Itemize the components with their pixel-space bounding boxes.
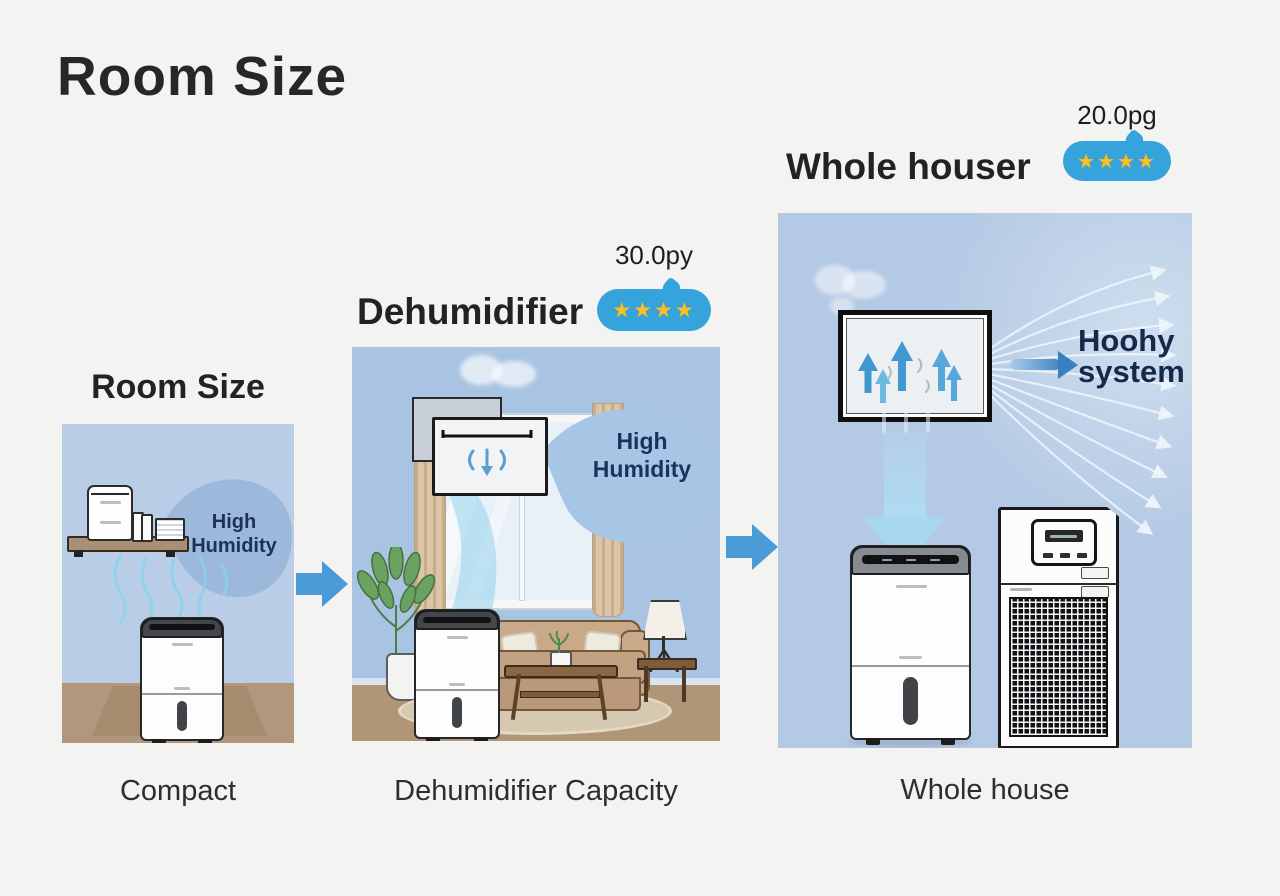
display-screen [1044,529,1083,543]
unit-foot [1088,746,1105,748]
unit-foot [866,738,881,745]
unit-foot [940,738,955,745]
stage-2-heading: Dehumidifier [357,291,584,332]
book [141,514,153,542]
stage-2-panel: High Humidity [352,347,720,741]
unit-foot [151,739,166,743]
air-vent [851,546,970,575]
water-level-window [903,676,918,725]
unit-intake-arrows [441,430,533,476]
brand-text [172,643,194,646]
stage-2-rating-badge: ★★★★ [597,289,711,331]
brand-text [174,687,190,691]
stage-1-panel: High Humidity [62,424,294,743]
arrow-right-icon [296,561,348,607]
coffee-table [504,665,618,678]
stage-3-heading: Whole houser [786,146,1031,187]
stage-1-humidity-label: High Humidity [191,511,277,557]
unit-foot [425,737,440,741]
appliance-label [99,521,121,524]
window-dehumidifier-unit [432,417,548,496]
unit-shadow [848,737,972,747]
moist-air-flow-graphic [448,409,712,611]
brand-text [896,585,927,589]
control-panel [1030,519,1097,566]
label-tag [1081,566,1110,579]
vent-slot [423,616,491,623]
air-vent [415,610,499,631]
rising-moisture-arrows [858,341,962,403]
small-plant [549,631,569,653]
shelf-bracket [74,550,83,557]
stage-3-system-label: Hoohy system [1078,323,1185,389]
stage-3-panel: Hoohy system [778,213,1192,748]
stage-3-caption: Whole house [900,774,1070,806]
humidity-sensor-box [838,310,992,422]
label-tag [1081,585,1110,598]
stage-2-caption: Dehumidifier Capacity [394,775,678,807]
air-streak [882,405,886,433]
cloud-icon [492,361,536,387]
stage-1-caption: Compact [119,775,237,807]
arrow-right-icon [1010,351,1080,379]
humidity-blob-and-waves-graphic [113,479,293,626]
unit-foot [1012,746,1029,748]
control-button [1076,552,1087,558]
stage-3-rating-badge: ★★★★ [1063,141,1171,181]
table-leg [682,666,686,702]
unit-foot [474,737,489,741]
air-dispersal-lines [983,265,1177,535]
tank-seam [142,693,222,696]
arrow-right-icon [726,524,778,570]
storage-box [155,518,185,541]
cloud-icon [842,271,886,299]
unit-foot [198,739,213,743]
lamp-pole [662,636,665,652]
air-vent [141,618,223,638]
window-mullion [519,423,524,600]
stage-2-humidity-label: High Humidity [592,428,692,482]
small-air-purifier [87,485,133,541]
stage-2-capacity-label: 30.0py [614,240,694,270]
brand-text [447,636,469,640]
brand-text [1010,587,1033,591]
potted-plant [356,547,436,655]
stage-3-capacity-label: 20.0pg [1077,100,1157,130]
whole-house-dehumidifier-tower [998,507,1119,748]
coffee-table-shelf [520,691,600,698]
air-streak [904,401,908,433]
star-icons: ★★★★ [612,297,696,322]
vent-slot [862,554,959,565]
tank-seam [852,665,969,668]
page-title: Room Size [57,45,348,107]
stage-1-heading: Room Size [91,368,265,406]
room-dehumidifier [414,609,500,741]
intake-grille [1009,597,1108,737]
appliance-label [99,501,121,504]
water-level-window [177,700,187,731]
table-leg [644,666,648,702]
body-seam [1001,583,1116,586]
shelf-bracket [166,550,175,557]
air-streak [926,405,930,433]
star-icons: ★★★★ [1077,149,1157,173]
brand-text [898,655,923,659]
vent-slot [149,624,215,631]
compact-dehumidifier [140,617,224,743]
portable-dehumidifier [850,545,971,745]
control-button [1043,552,1054,558]
brand-text [448,682,466,686]
tank-seam [416,689,498,692]
control-button [1060,552,1071,558]
water-level-window [452,696,462,729]
appliance-lid-line [91,493,129,495]
